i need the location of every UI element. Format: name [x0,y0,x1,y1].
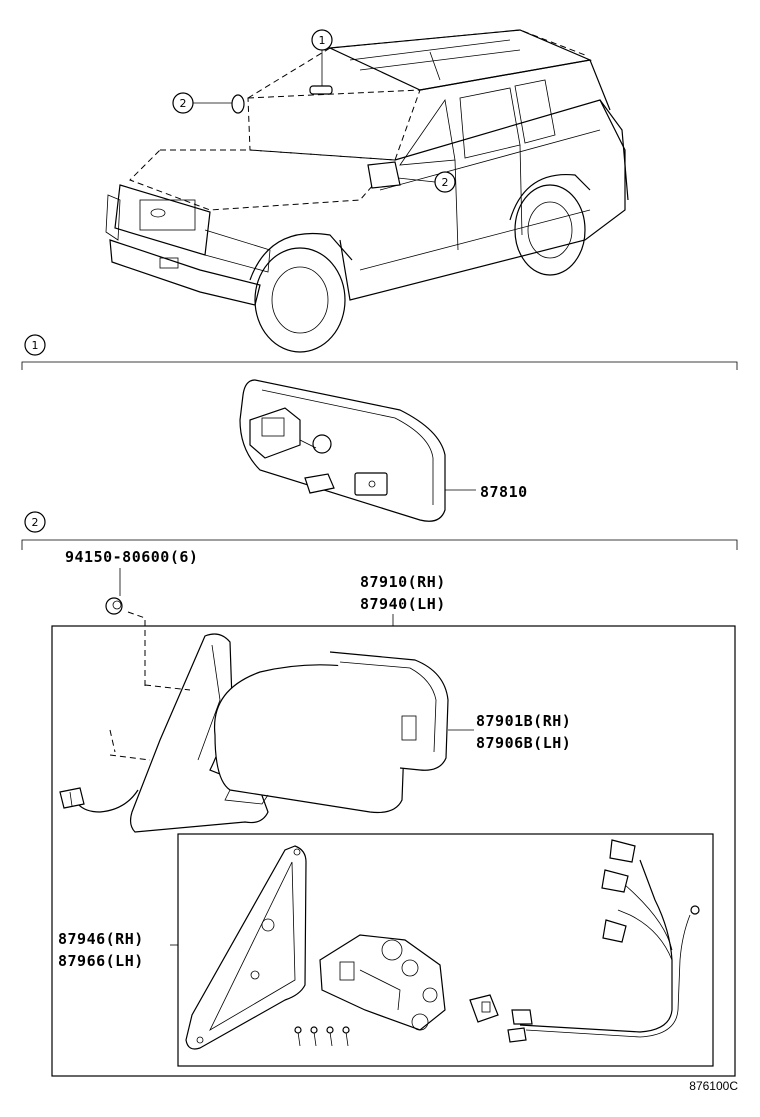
svg-text:87901B(RH): 87901B(RH) [476,712,571,730]
svg-text:87940(LH): 87940(LH) [360,595,446,613]
svg-text:2: 2 [180,97,187,110]
label-mirror-cover: 87946(RH) 87966(LH) [58,930,178,970]
connector-block [469,994,499,1023]
wire-harness [507,839,700,1043]
svg-text:2: 2 [32,516,39,529]
svg-text:87966(LH): 87966(LH) [58,952,144,970]
callout-2-left: 2 [172,92,232,114]
diagram-code: 876100C [689,1079,738,1093]
mirror-motor-unit [319,934,446,1031]
inner-rear-view-mirror [239,379,446,522]
callout-1-top: 1 [311,29,333,86]
section-2-header: 2 [21,511,738,550]
svg-text:1: 1 [32,339,39,352]
svg-text:87946(RH): 87946(RH) [58,930,144,948]
outer-mirror-assembly [59,633,449,833]
svg-text:87910(RH): 87910(RH) [360,573,446,591]
screws [294,1026,350,1047]
subassembly-frame [177,833,714,1067]
label-mirror-glass: 87901B(RH) 87906B(LH) [448,712,571,752]
svg-text:94150-80600(6): 94150-80600(6) [65,548,198,566]
clip-bolt-part [105,597,146,690]
svg-text:87810: 87810 [480,483,528,501]
callout-2-right: 2 [397,171,456,193]
svg-text:87906B(LH): 87906B(LH) [476,734,571,752]
mirror-base-cover [185,845,307,1050]
assembly-frame [51,625,736,1077]
section-1-header: 1 [21,334,738,370]
svg-text:1: 1 [319,34,326,47]
svg-text:2: 2 [442,176,449,189]
label-87810: 87810 [445,483,528,501]
vehicle-illustration [105,29,629,353]
label-clip-bolt: 94150-80600(6) [65,548,198,596]
label-outer-mirror: 87910(RH) 87940(LH) [360,573,446,626]
